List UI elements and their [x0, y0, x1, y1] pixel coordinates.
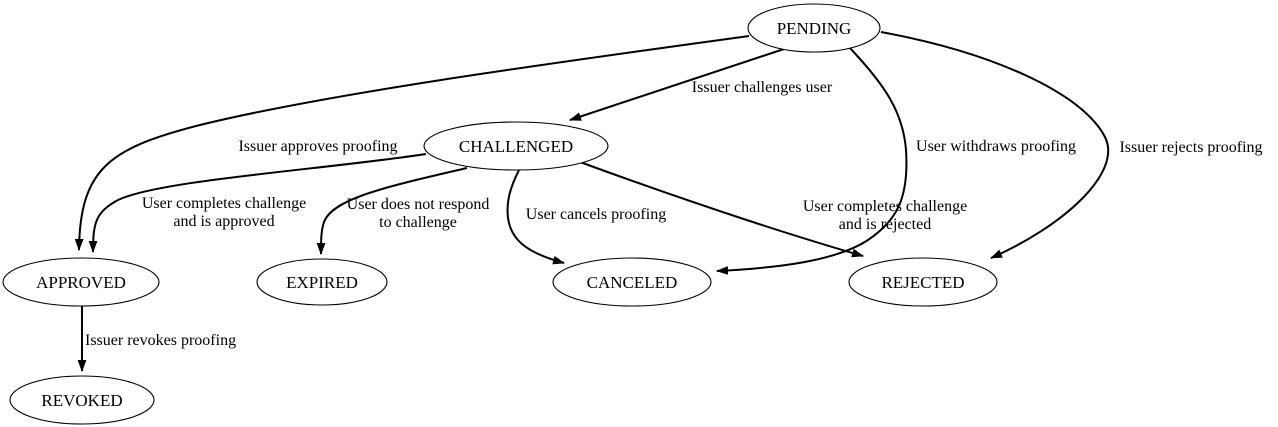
state-ellipse-revoked: [9, 375, 155, 425]
state-node-expired: EXPIRED: [256, 258, 388, 306]
state-label-revoked: REVOKED: [41, 391, 122, 410]
state-ellipse-expired: [256, 258, 388, 306]
state-label-pending: PENDING: [777, 19, 852, 38]
edge-pending-canceled: [716, 46, 908, 275]
edge-label-user-does-not-respond-line2: to challenge: [379, 214, 457, 231]
state-ellipse-rejected: [848, 257, 998, 307]
state-node-pending: PENDING: [747, 3, 881, 53]
state-label-challenged: CHALLENGED: [459, 137, 573, 156]
state-node-rejected: REJECTED: [848, 257, 998, 307]
nodes: PENDING CHALLENGED APPROVED EXPIRED CANC…: [2, 3, 998, 425]
state-node-revoked: REVOKED: [9, 375, 155, 425]
edge-label-user-completes-challenge-rejected-line2: and is rejected: [839, 216, 931, 233]
edge-label-user-completes-challenge-rejected-line1: User completes challenge: [803, 198, 967, 215]
edge-label-issuer-rejects-proofing: Issuer rejects proofing: [1119, 139, 1262, 156]
edge-label-user-completes-challenge-approved-line2: and is approved: [173, 213, 274, 230]
edge-label-user-withdraws-proofing: User withdraws proofing: [916, 138, 1076, 155]
edge-pending-challenged: [569, 47, 788, 121]
edge-label-issuer-revokes-proofing: Issuer revokes proofing: [85, 332, 236, 349]
state-label-rejected: REJECTED: [881, 273, 964, 292]
edge-challenged-canceled: [506, 169, 565, 265]
state-node-challenged: CHALLENGED: [423, 121, 609, 171]
edge-label-issuer-challenges-user: Issuer challenges user: [692, 79, 833, 96]
state-label-canceled: CANCELED: [587, 273, 678, 292]
state-ellipse-pending: [747, 3, 881, 53]
edge-label-user-completes-challenge-approved-line1: User completes challenge: [142, 195, 306, 212]
edge-challenged-rejected: [579, 161, 864, 258]
state-ellipse-canceled: [552, 257, 712, 307]
edge-label-user-cancels-proofing: User cancels proofing: [526, 206, 666, 223]
edges: [74, 31, 1110, 372]
edge-challenged-approved: [88, 153, 427, 253]
state-ellipse-approved: [2, 257, 160, 307]
state-node-canceled: CANCELED: [552, 257, 712, 307]
edge-labels: Issuer challenges user Issuer approves p…: [85, 79, 1263, 349]
state-label-approved: APPROVED: [36, 273, 126, 292]
edge-challenged-expired: [316, 167, 468, 255]
edge-label-user-does-not-respond-line1: User does not respond: [347, 196, 490, 213]
state-label-expired: EXPIRED: [286, 273, 358, 292]
state-ellipse-challenged: [423, 121, 609, 171]
state-node-approved: APPROVED: [2, 257, 160, 307]
edge-pending-approved: [74, 35, 750, 251]
edge-label-issuer-approves-proofing: Issuer approves proofing: [238, 138, 397, 155]
edge-pending-rejected: [880, 31, 1110, 259]
